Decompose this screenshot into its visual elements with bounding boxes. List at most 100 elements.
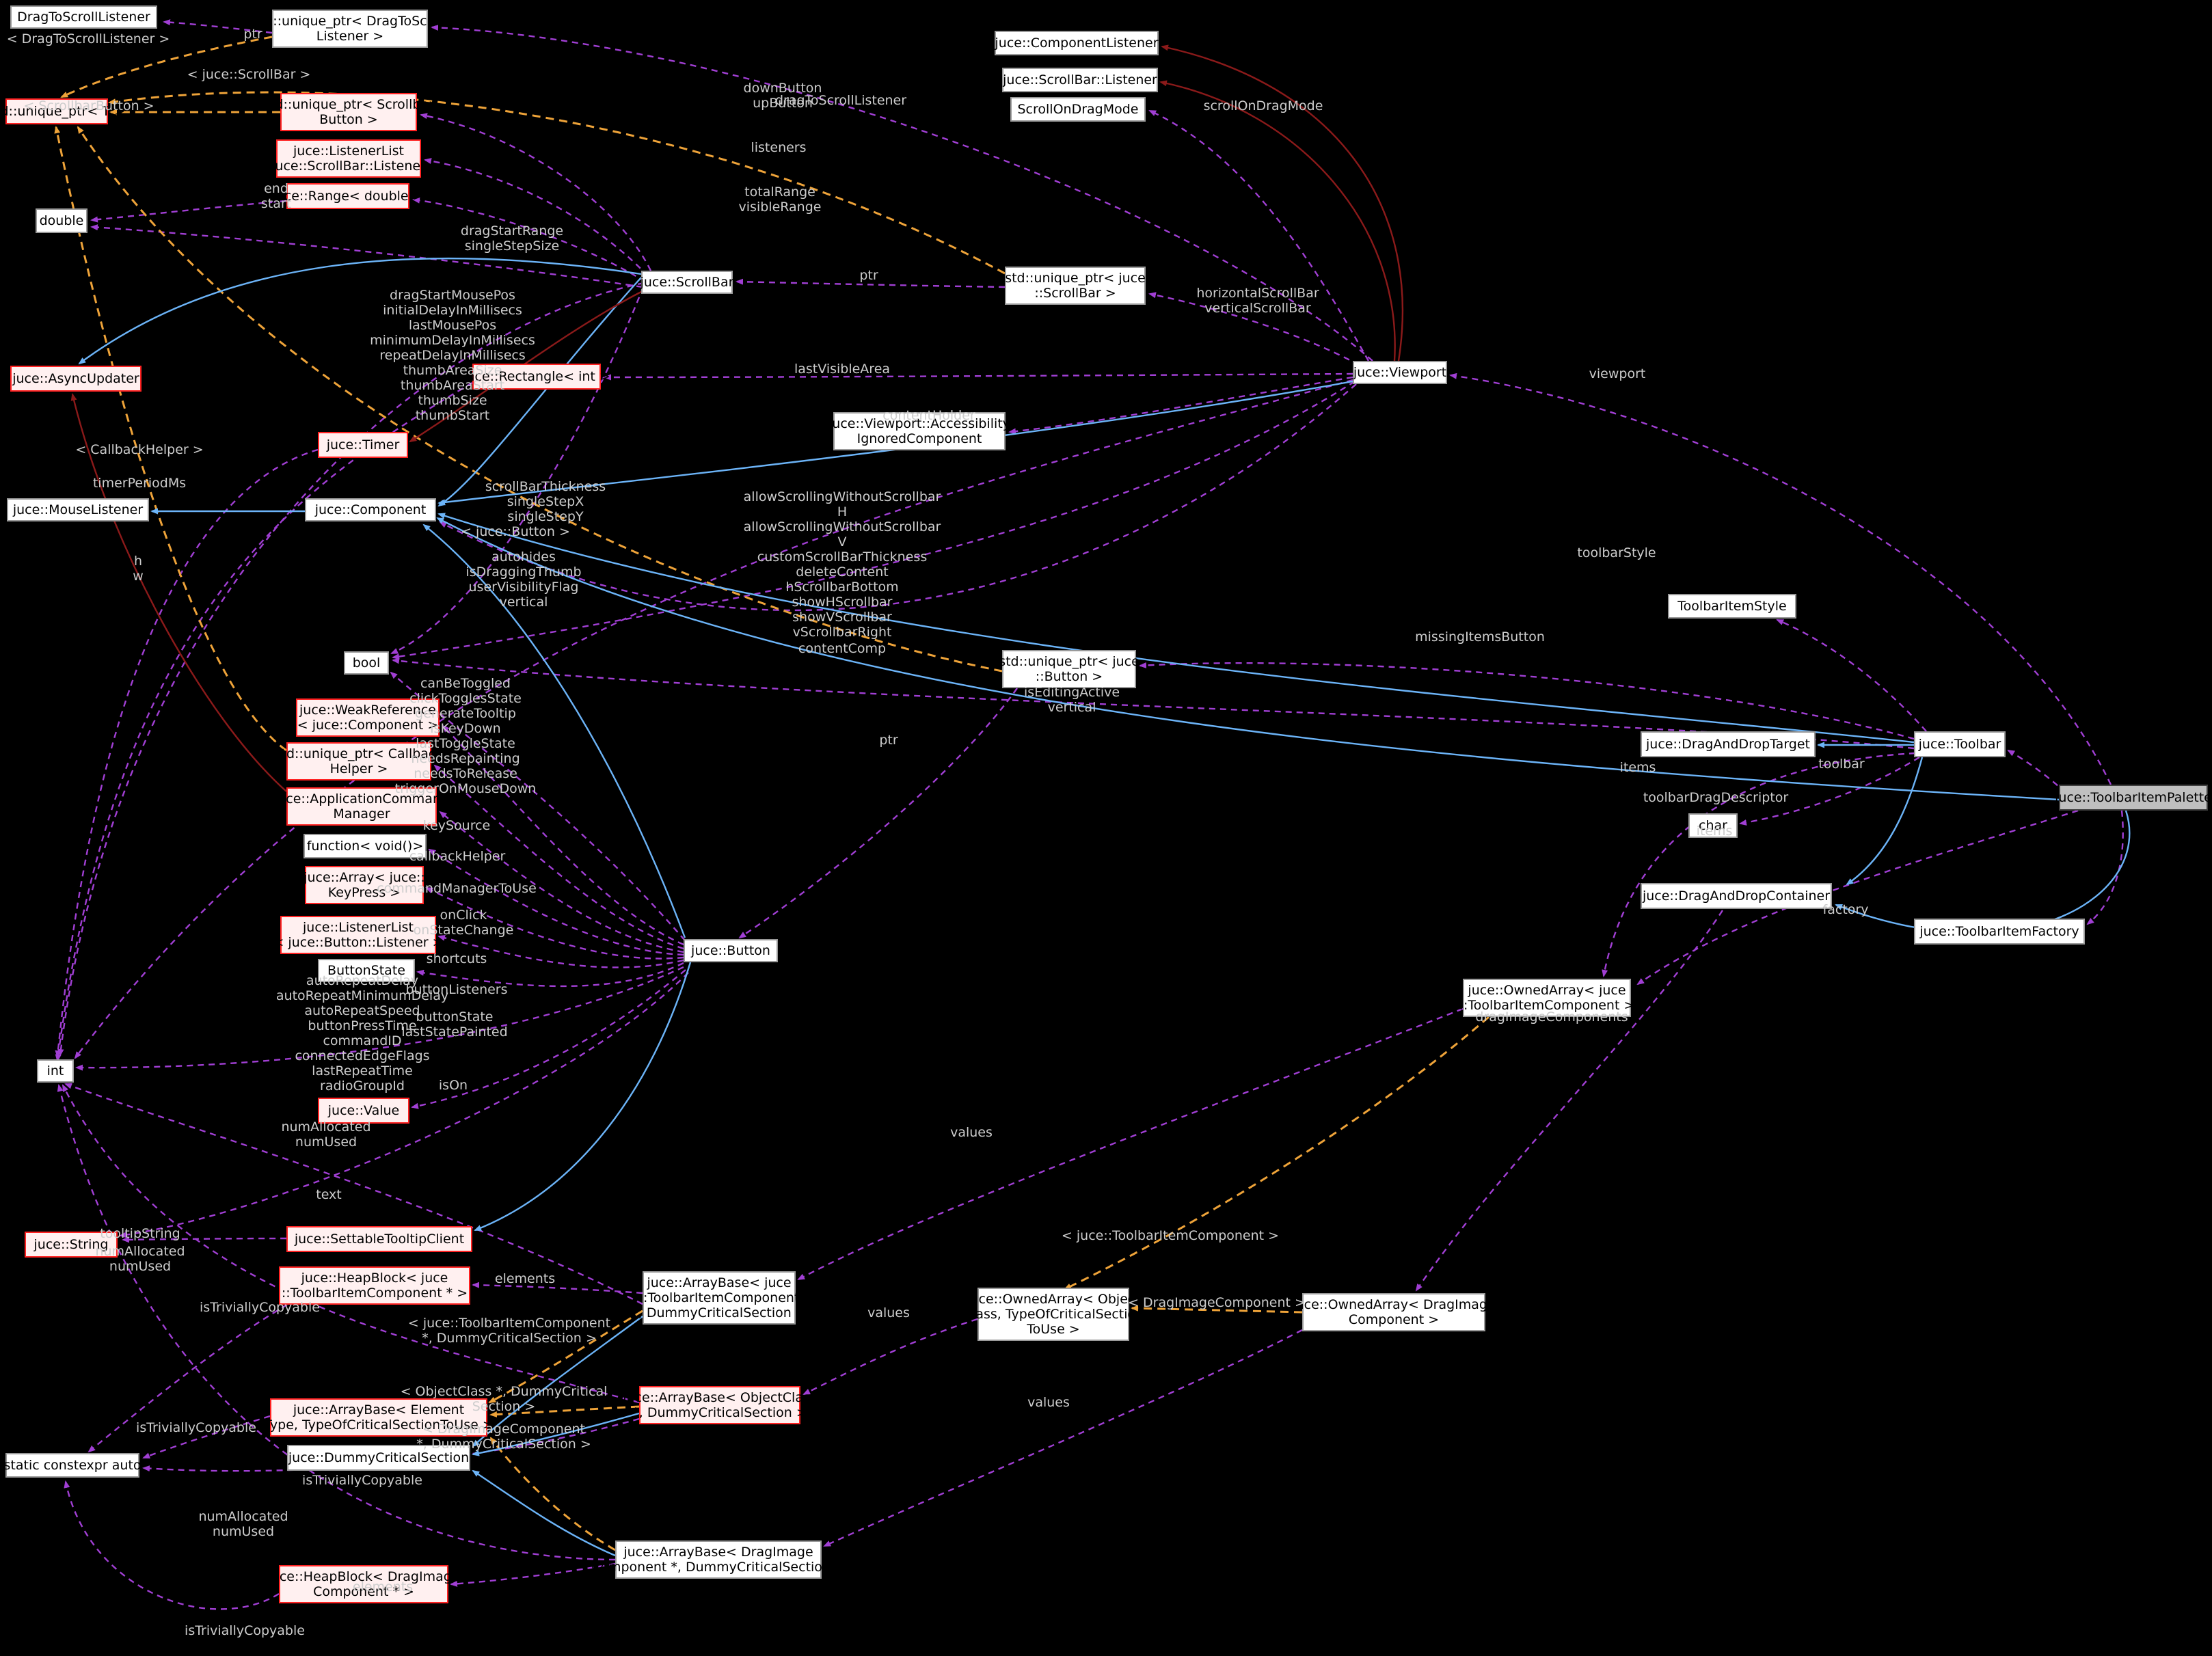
node-dragtoscrolllistener[interactable]: DragToScrollListener: [10, 5, 157, 29]
node-viewport[interactable]: juce::Viewport: [1353, 361, 1447, 384]
edge-rectangle-int-to-int: [55, 381, 473, 1062]
node-toolbaritempalette[interactable]: juce::ToolbarItemPalette: [2055, 785, 2212, 811]
node-asyncupdater[interactable]: juce::AsyncUpdater: [10, 366, 141, 392]
node-ownedarray-tic[interactable]: juce::OwnedArray< juce::ToolbarItemCompo…: [1459, 979, 1634, 1017]
node-bool[interactable]: bool: [344, 651, 389, 675]
node-label-line: bool: [352, 655, 381, 670]
node-label-line: juce::ScrollBar::Listener: [1003, 72, 1157, 87]
node-component[interactable]: juce::Component: [305, 498, 436, 521]
node-weakreference[interactable]: juce::WeakReference< juce::Component >: [296, 698, 440, 737]
node-draganddroptarget[interactable]: juce::DragAndDropTarget: [1641, 731, 1816, 757]
node-button[interactable]: juce::Button: [684, 939, 778, 962]
node-label-line: juce::DragAndDropContainer: [1642, 888, 1831, 904]
node-scrollbarlistener[interactable]: juce::ScrollBar::Listener: [1002, 68, 1158, 92]
node-buttonstate[interactable]: ButtonState: [318, 959, 415, 982]
edge-uptr-dtsl-to-uptr-t: [60, 36, 273, 98]
node-label-line: std::unique_ptr< DragToScroll: [252, 14, 448, 29]
node-toolbaritemfactory[interactable]: juce::ToolbarItemFactory: [1914, 919, 2085, 945]
edge-scrollbar-to-uptr-scrollbarbutton: [420, 113, 652, 271]
edge-viewport-to-uptr-scrollbar: [1148, 292, 1360, 366]
edge-scrollbar-to-bool: [390, 286, 645, 655]
node-rectangle-int[interactable]: juce::Rectangle< int >: [463, 364, 610, 390]
node-char[interactable]: char: [1688, 813, 1738, 838]
node-label-line: juce::Component: [314, 502, 427, 517]
node-label-line: juce::Button: [691, 943, 770, 958]
edge-ownedarray-tic-to-ownedarray-objectclass: [1064, 1016, 1489, 1290]
node-dummycriticalsection[interactable]: juce::DummyCriticalSection: [287, 1445, 470, 1471]
edge-toolbaritempalette-to-toolbar: [2007, 749, 2066, 793]
node-static-constexpr-auto[interactable]: static constexpr auto: [3, 1453, 141, 1478]
node-range-double[interactable]: juce::Range< double >: [272, 183, 424, 209]
edge-arraybase-objectclass-to-arraybase-elementtype: [489, 1405, 640, 1418]
edge-scrollbar-to-component: [437, 277, 642, 507]
node-label-line: ScrollOnDragMode: [1017, 102, 1139, 117]
node-array-keypress[interactable]: juce::Array< juce::KeyPress >: [304, 866, 425, 904]
node-label-line: static constexpr auto: [3, 1458, 141, 1473]
node-label-line: Component *, DummyCriticalSection >: [591, 1560, 846, 1575]
edge-button-to-int: [75, 966, 684, 1071]
node-label-line: juce::HeapBlock< DragImage: [267, 1569, 460, 1584]
edge-uptr-scrollbar-to-scrollbar: [736, 278, 1006, 288]
edge-range-double-to-double: [90, 200, 287, 223]
edge-arraybase-tic-to-int: [64, 1083, 643, 1305]
edge-appcommandmanager-to-asyncupdater: [70, 393, 287, 792]
edge-button-to-array-keypress: [425, 886, 684, 960]
node-label-line: juce::String: [33, 1237, 109, 1252]
node-label-line: juce::ListenerList: [293, 144, 404, 159]
node-mouselistener[interactable]: juce::MouseListener: [7, 498, 149, 521]
node-label-line: juce::ToolbarItemFactory: [1919, 924, 2079, 939]
node-arraybase-objectclass[interactable]: juce::ArrayBase< ObjectClass*, DummyCrit…: [623, 1386, 817, 1424]
node-heapblock-tic[interactable]: juce::HeapBlock< juce::ToolbarItemCompon…: [279, 1266, 470, 1305]
node-label-line: juce::Toolbar: [1918, 737, 2001, 752]
edge-viewport-to-component: [439, 383, 1357, 612]
edge-draganddropcontainer-to-ownedarray-dic: [1415, 910, 1724, 1292]
node-label-line: juce::Viewport::Accessibility: [828, 416, 1011, 431]
edge-timer-to-int: [55, 448, 319, 1058]
node-label-line: juce::OwnedArray< DragImage: [1292, 1297, 1496, 1312]
node-string[interactable]: juce::String: [25, 1232, 118, 1258]
node-double[interactable]: double: [36, 208, 87, 233]
node-listenerlist-scrollbar[interactable]: juce::ListenerList< juce::ScrollBar::Lis…: [256, 139, 441, 178]
node-label-line: ::ToolbarItemComponent >: [1459, 998, 1635, 1013]
node-label-line: ::ToolbarItemComponent: [638, 1290, 800, 1305]
node-timer[interactable]: juce::Timer: [318, 432, 408, 458]
edge-arraybase-tic-to-arraybase-elementtype: [488, 1309, 643, 1404]
node-uptr-t[interactable]: std::unique_ptr< T >: [0, 98, 125, 124]
node-listenerlist-button[interactable]: juce::ListenerList< juce::Button::Listen…: [273, 916, 444, 954]
node-label-line: IgnoredComponent: [857, 431, 982, 446]
node-uptr-button[interactable]: std::unique_ptr< juce::Button >: [999, 650, 1139, 688]
node-function-void[interactable]: function< void()>: [304, 834, 427, 858]
node-arraybase-tic[interactable]: juce::ArrayBase< juce::ToolbarItemCompon…: [632, 1271, 807, 1325]
edge-viewport-to-rectangle-int: [604, 372, 1353, 381]
node-componentlistener[interactable]: juce::ComponentListener: [995, 31, 1159, 55]
edge-arraybase-dic-to-int: [57, 1084, 616, 1561]
node-label-line: juce::DummyCriticalSection: [288, 1450, 470, 1465]
node-label-line: Class, TypeOfCriticalSection: [962, 1307, 1144, 1322]
node-settabletooltipclient[interactable]: juce::SettableTooltipClient: [286, 1226, 472, 1252]
edge-uptr-button-to-button: [738, 688, 1018, 939]
node-int[interactable]: int: [37, 1059, 74, 1083]
node-toolbar[interactable]: juce::Toolbar: [1914, 731, 2006, 757]
node-toolbaritemstyle[interactable]: ToolbarItemStyle: [1668, 594, 1796, 619]
node-label-line: juce::Rectangle< int >: [463, 369, 610, 384]
edge-button-to-buttonstate: [416, 962, 684, 988]
node-label-line: ::ScrollBar >: [1034, 286, 1116, 301]
node-scrollbar[interactable]: juce::ScrollBar: [640, 271, 733, 294]
node-scrollondragmode[interactable]: ScrollOnDragMode: [1010, 97, 1146, 122]
node-label-line: function< void()>: [306, 839, 424, 854]
node-value[interactable]: juce::Value: [318, 1098, 409, 1124]
node-uptr-scrollbar[interactable]: std::unique_ptr< juce::ScrollBar >: [1005, 267, 1146, 305]
node-draganddropcontainer[interactable]: juce::DragAndDropContainer: [1641, 883, 1832, 909]
edge-arraybase-tic-to-heapblock-tic: [472, 1281, 643, 1294]
node-label-line: juce::ArrayBase< ObjectClass: [623, 1390, 817, 1405]
